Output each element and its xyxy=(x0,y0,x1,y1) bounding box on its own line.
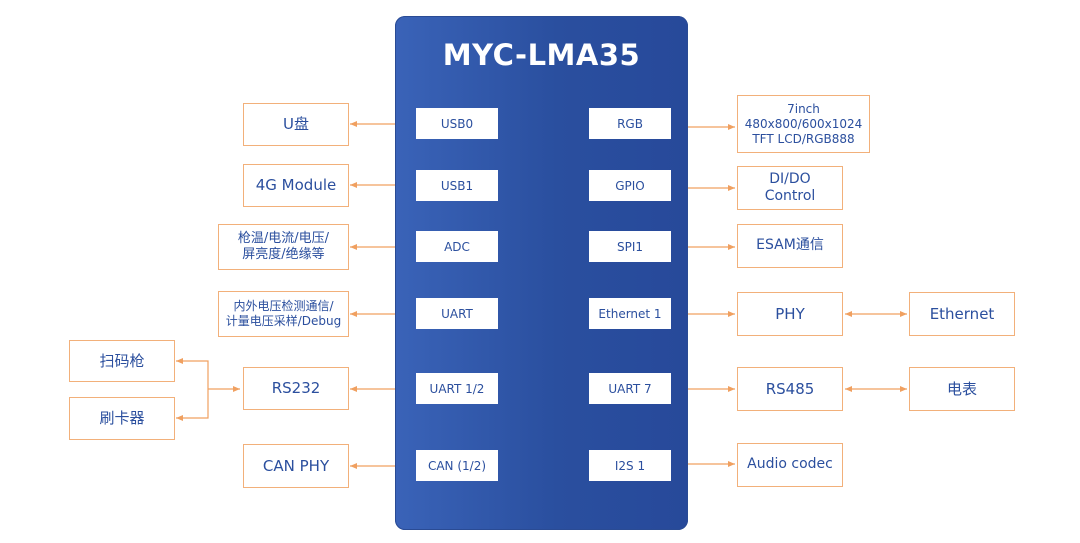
port-uart7: UART 7 xyxy=(589,373,671,404)
peripheral-esam: ESAM通信 xyxy=(737,224,843,268)
port-rgb: RGB xyxy=(589,108,671,139)
peripheral-lcd: 7inch 480x800/600x1024 TFT LCD/RGB888 xyxy=(737,95,870,153)
peripheral-ethernet: Ethernet xyxy=(909,292,1015,336)
peripheral-audio-codec: Audio codec xyxy=(737,443,843,487)
peripheral-card-reader: 刷卡器 xyxy=(69,397,175,440)
peripheral-dido: DI/DO Control xyxy=(737,166,843,210)
soc-chip-block xyxy=(395,16,688,530)
port-can12: CAN (1/2) xyxy=(416,450,498,481)
port-usb1: USB1 xyxy=(416,170,498,201)
peripheral-can-phy: CAN PHY xyxy=(243,444,349,488)
peripheral-meter: 电表 xyxy=(909,367,1015,411)
peripheral-phy: PHY xyxy=(737,292,843,336)
port-gpio: GPIO xyxy=(589,170,671,201)
peripheral-rs232: RS232 xyxy=(243,367,349,410)
link-scanner-bracket xyxy=(176,358,209,421)
port-usb0: USB0 xyxy=(416,108,498,139)
port-spi1: SPI1 xyxy=(589,231,671,262)
peripheral-uart-use: 内外电压检测通信/ 计量电压采样/Debug xyxy=(218,291,349,337)
peripheral-adc-sensing: 枪温/电流/电压/ 屏亮度/绝缘等 xyxy=(218,224,349,270)
peripheral-4g-module: 4G Module xyxy=(243,164,349,207)
peripheral-rs485: RS485 xyxy=(737,367,843,411)
port-ethernet1: Ethernet 1 xyxy=(589,298,671,329)
port-i2s1: I2S 1 xyxy=(589,450,671,481)
port-uart12: UART 1/2 xyxy=(416,373,498,404)
peripheral-udisk: U盘 xyxy=(243,103,349,146)
peripheral-scanner: 扫码枪 xyxy=(69,340,175,382)
port-adc: ADC xyxy=(416,231,498,262)
port-uart: UART xyxy=(416,298,498,329)
chip-title: MYC-LMA35 xyxy=(442,38,641,72)
